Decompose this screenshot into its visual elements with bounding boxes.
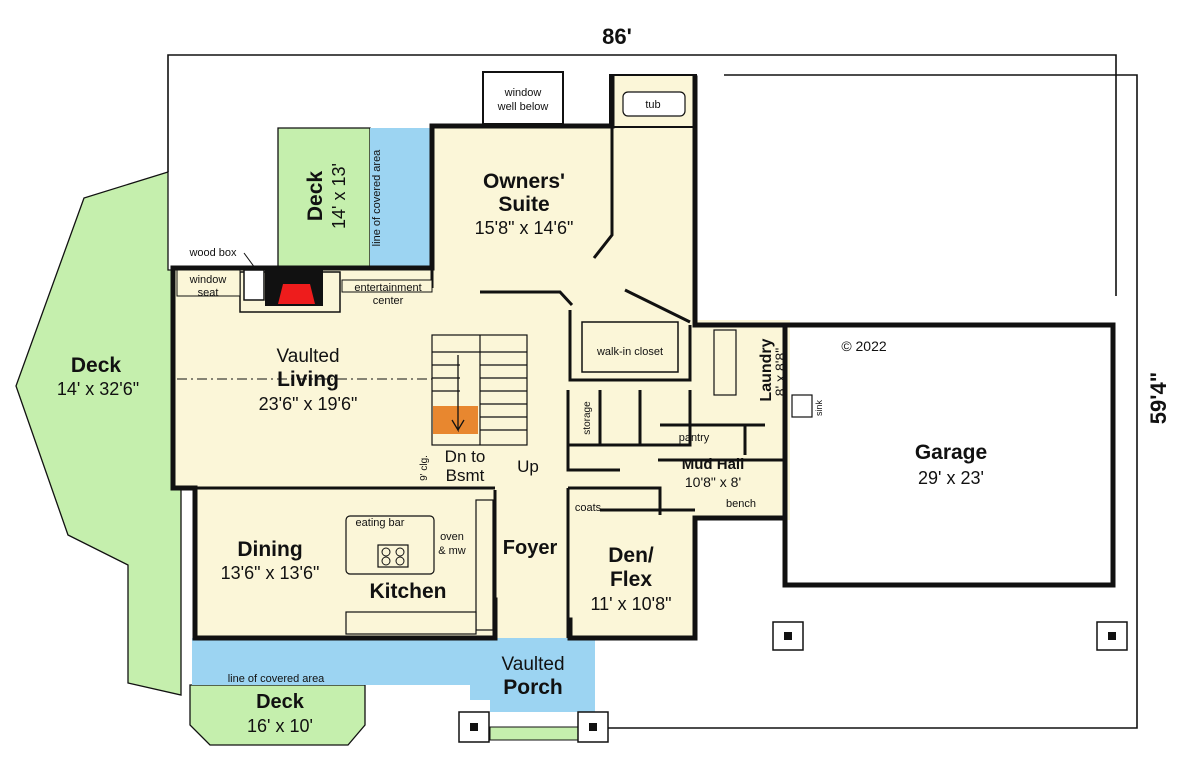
living-size: 23'6" x 19'6" xyxy=(259,394,358,414)
overall-width-label: 86' xyxy=(602,24,632,49)
den-title-2: Flex xyxy=(610,568,652,591)
window-well xyxy=(482,71,564,125)
mud-hall-size: 10'8" x 8' xyxy=(685,474,741,490)
deck-upper-title: Deck xyxy=(304,171,327,222)
mud-hall-title: Mud Hall xyxy=(682,456,745,473)
bench-label: bench xyxy=(726,498,756,510)
den-size: 11' x 10'8" xyxy=(591,594,672,614)
pantry-label: pantry xyxy=(679,432,710,444)
covered-area-label-bottom: line of covered area xyxy=(228,673,325,685)
deck-bottom-title: Deck xyxy=(256,691,305,713)
staircase xyxy=(431,334,528,446)
deck-upper-covered-area xyxy=(370,128,433,270)
porch-title-1: Vaulted xyxy=(501,654,564,675)
wood-box-leader xyxy=(243,252,256,269)
window-well-label-2: well below xyxy=(497,101,549,113)
deck-left-size: 14' x 32'6" xyxy=(57,379,139,399)
bathtub xyxy=(622,91,686,117)
laundry-counter xyxy=(713,329,737,396)
oven-label-2: & mw xyxy=(438,545,466,557)
window-seat xyxy=(176,269,241,297)
ceiling-label: 9' clg. xyxy=(419,455,430,481)
owners-suite-title-2: Suite xyxy=(498,193,549,216)
covered-porch-area xyxy=(192,618,595,712)
walk-in-closet-label: walk-in closet xyxy=(596,346,663,358)
garage-sink xyxy=(791,394,813,418)
den-title-1: Den/ xyxy=(608,544,654,567)
owners-suite-size: 15'8" x 14'6" xyxy=(475,218,574,238)
dining-title: Dining xyxy=(237,538,302,561)
deck-bottom-size: 16' x 10' xyxy=(247,716,313,736)
stair-direction-arrow xyxy=(451,355,465,433)
up-label: Up xyxy=(517,457,539,476)
living-title-2: Living xyxy=(277,368,339,391)
basement-stair-highlight xyxy=(433,406,478,434)
garage-size: 29' x 23' xyxy=(918,468,984,488)
interior-walls xyxy=(193,126,785,638)
entertainment-label-1: entertainment xyxy=(354,282,421,294)
living-title-1: Vaulted xyxy=(276,346,339,367)
sink-label: sink xyxy=(814,400,824,417)
kitchen-cabinets xyxy=(345,499,494,635)
deck-left-area xyxy=(15,171,182,696)
window-seat-label-1: window xyxy=(189,274,227,286)
walk-in-closet-box xyxy=(581,321,679,373)
dn-bsmt-label-2: Bsmt xyxy=(446,466,485,485)
foyer-title: Foyer xyxy=(503,537,558,559)
porch-title-2: Porch xyxy=(503,676,563,699)
laundry-size: 8' x 8'8" xyxy=(772,348,788,396)
wood-box-label: wood box xyxy=(188,247,237,259)
copyright-label: © 2022 xyxy=(841,338,887,354)
deck-left-title: Deck xyxy=(71,354,122,377)
coats-label: coats xyxy=(575,502,602,514)
dn-bsmt-label-1: Dn to xyxy=(445,447,486,466)
dimension-lines xyxy=(167,54,1138,729)
wood-box xyxy=(243,269,265,301)
oven-label-1: oven xyxy=(440,531,464,543)
window-well-label-1: window xyxy=(504,87,542,99)
entertainment-center xyxy=(341,279,433,293)
dining-size: 13'6" x 13'6" xyxy=(221,563,320,583)
cooktop-burners xyxy=(381,547,405,566)
covered-area-label-upper: line of covered area xyxy=(371,149,383,246)
deck-upper-size: 14' x 13' xyxy=(329,163,349,229)
tub-label: tub xyxy=(645,99,660,111)
fireplace-fire xyxy=(278,284,315,304)
window-seat-label-2: seat xyxy=(198,287,219,299)
porch-step xyxy=(489,726,579,741)
garage-title: Garage xyxy=(915,441,987,464)
entertainment-label-2: center xyxy=(373,295,404,307)
porch-post-cores xyxy=(470,632,1116,731)
laundry-title: Laundry xyxy=(758,338,775,401)
eating-bar-label: eating bar xyxy=(356,517,405,529)
overall-depth-label: 59'4" xyxy=(1146,372,1171,424)
storage-label: storage xyxy=(582,401,593,435)
owners-suite-title-1: Owners' xyxy=(483,170,565,193)
plan-text: Deck 14' x 32'6" Deck 14' x 13' line of … xyxy=(57,87,987,736)
kitchen-title: Kitchen xyxy=(369,580,446,603)
